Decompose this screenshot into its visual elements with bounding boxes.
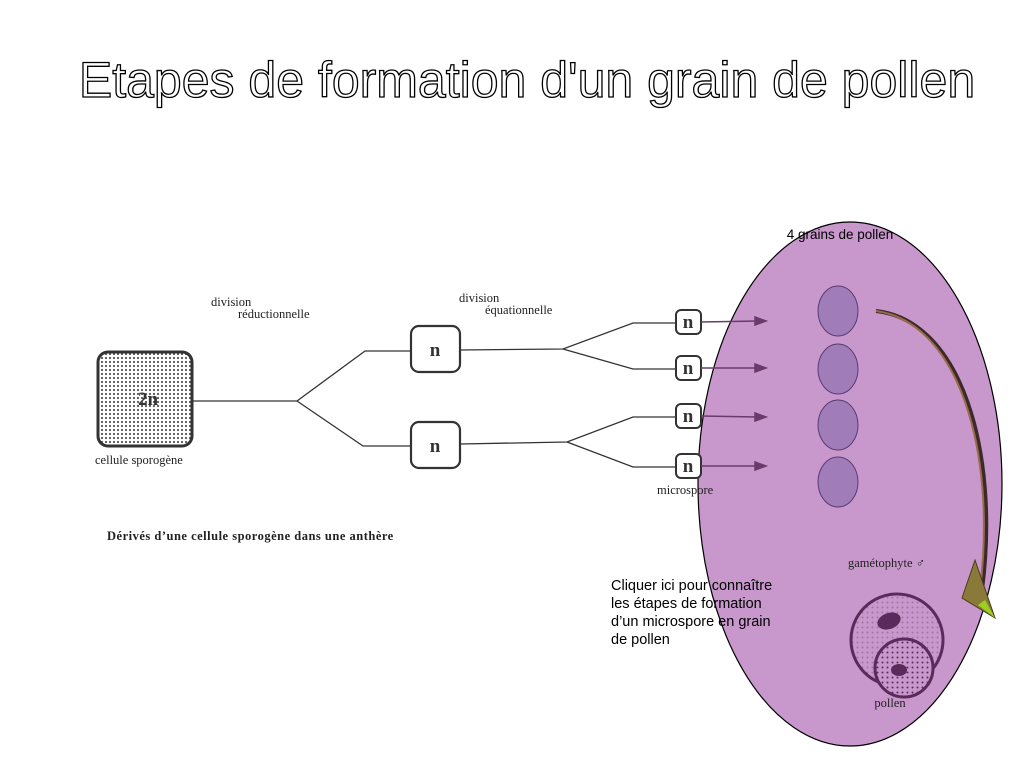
pollen-drawing — [849, 592, 945, 699]
division2-sublabel: équationnelle — [485, 303, 553, 317]
microspore-caption: microspore — [657, 483, 714, 497]
page-title: Etapes de formation d'un grain de pollen — [79, 52, 975, 108]
arrow-right-icon — [754, 362, 769, 374]
link-line: de pollen — [611, 632, 670, 648]
microspores: n n n n — [675, 309, 702, 479]
grains-label: 4 grains de pollen — [787, 227, 894, 242]
arrows — [700, 315, 769, 472]
link-line: d’un microspore en grain — [611, 614, 771, 630]
division2-label: division — [459, 291, 500, 305]
pollen-grain — [817, 343, 859, 395]
pollen-label: pollen — [874, 696, 906, 710]
diagram-caption: Dérivés d’une cellule sporogène dans une… — [107, 529, 394, 543]
pollen-grains — [817, 285, 859, 508]
arrow-right-icon — [754, 460, 769, 472]
sporogenous-cell-caption: cellule sporogène — [95, 453, 183, 467]
microspore-label: n — [683, 406, 694, 427]
haploid-cell-label: n — [430, 340, 441, 361]
haploid-cell — [409, 420, 462, 470]
arrow-head-highlight — [978, 600, 995, 618]
microspore-formation-link[interactable]: Cliquer ici pour connaître les étapes de… — [611, 577, 811, 649]
gametophyte-label: gamétophyte ♂ — [848, 556, 925, 570]
microspore-label: n — [683, 358, 694, 379]
pollen-grain — [817, 285, 859, 337]
microspore-label: n — [683, 312, 694, 333]
microspore-label: n — [683, 456, 694, 477]
curved-arrow-fill — [875, 310, 985, 591]
arrow-right-icon — [754, 315, 769, 327]
sporogenous-cell-label: 2n — [138, 389, 159, 410]
arrow-right-icon — [754, 411, 769, 423]
link-line: les étapes de formation — [611, 596, 762, 612]
link-line: Cliquer ici pour connaître — [611, 578, 773, 594]
haploid-cells: n n — [409, 324, 462, 470]
haploid-cell-label: n — [430, 436, 441, 457]
haploid-cell — [409, 324, 462, 374]
division1-sublabel: réductionnelle — [238, 307, 310, 321]
lineage-lines — [192, 322, 676, 468]
pollen-grain — [817, 399, 859, 451]
pollen-grain — [817, 456, 859, 508]
sporogenous-cell — [96, 350, 194, 448]
division1-label: division — [211, 295, 252, 309]
